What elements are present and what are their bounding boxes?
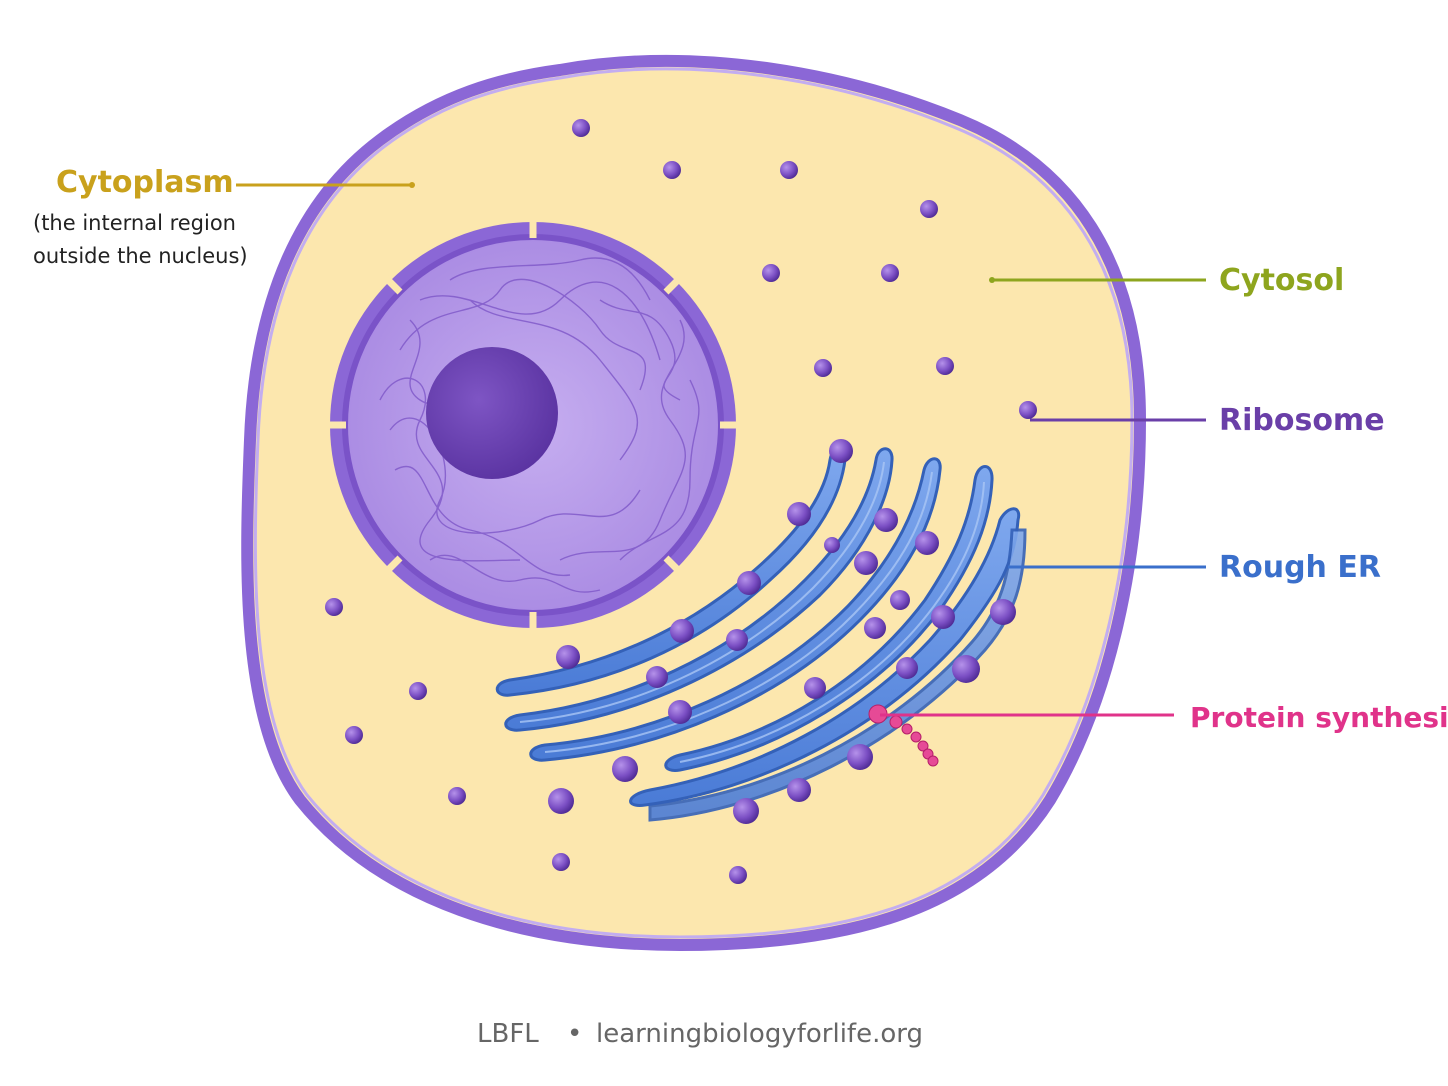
cytosol-label: Cytosol [1219, 263, 1344, 298]
ribosome [787, 502, 811, 526]
ribosome [787, 778, 811, 802]
ribosome [920, 200, 938, 218]
chromatin [379, 257, 700, 593]
ribosome [881, 264, 899, 282]
ribosome [847, 744, 873, 770]
leader-lines [236, 182, 1206, 717]
nuclear-pores [326, 218, 740, 632]
ribosome [890, 590, 910, 610]
ribosome [733, 798, 759, 824]
ribosome [952, 655, 980, 683]
er-highlights [519, 461, 985, 763]
ribosome [864, 617, 886, 639]
ribosome [663, 161, 681, 179]
protein-synthesis-label: Protein synthesis [1190, 701, 1448, 734]
cytoplasm-note-line-1: (the internal region [33, 211, 236, 235]
ribosome [548, 788, 574, 814]
ribosome [1019, 401, 1037, 419]
ribosome [737, 571, 761, 595]
footer-brand: LBFL [477, 1019, 539, 1049]
footer-site-link[interactable]: learningbiologyforlife.org [596, 1019, 923, 1049]
cytoplasm-note-line-2: outside the nucleus) [33, 244, 248, 268]
rough-er-label: Rough ER [1219, 550, 1381, 585]
footer-separator: • [567, 1019, 582, 1049]
ribosome [874, 508, 898, 532]
ribosome [409, 682, 427, 700]
ribosome [646, 666, 668, 688]
ribosomes [325, 119, 1037, 884]
ribosome [896, 657, 918, 679]
ribosome [990, 599, 1016, 625]
ribosome [829, 439, 853, 463]
ribosome [556, 645, 580, 669]
ribosome [824, 537, 840, 553]
ribosome-label: Ribosome [1219, 403, 1385, 438]
ribosome [936, 357, 954, 375]
ribosome [854, 551, 878, 575]
ribosome [729, 866, 747, 884]
ribosome [814, 359, 832, 377]
protein-chain [868, 704, 939, 767]
ribosome [612, 756, 638, 782]
ribosome [668, 700, 692, 724]
nucleolus [426, 347, 558, 479]
ribosome [572, 119, 590, 137]
ribosome [780, 161, 798, 179]
ribosome [762, 264, 780, 282]
cell-membrane-inner [253, 67, 1134, 939]
nucleus [326, 218, 740, 632]
ribosome [670, 619, 694, 643]
ribosome [915, 531, 939, 555]
ribosome [552, 853, 570, 871]
ribosome [448, 787, 466, 805]
ribosome [325, 598, 343, 616]
ribosome [726, 629, 748, 651]
cytoplasm-label: Cytoplasm [56, 165, 234, 200]
ribosome [345, 726, 363, 744]
ribosome [931, 605, 955, 629]
ribosome [804, 677, 826, 699]
